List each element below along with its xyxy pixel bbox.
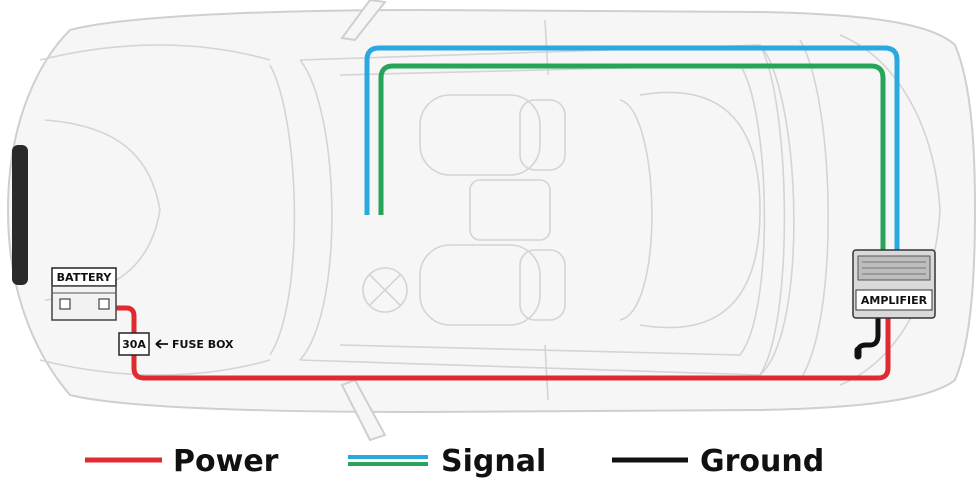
car-outline [6, 0, 977, 442]
arrow-left-icon [155, 339, 168, 349]
battery-label: BATTERY [57, 271, 113, 284]
power-wire [116, 305, 891, 381]
amplifier: AMPLIFIER [852, 249, 936, 319]
legend-ground-label: Ground [700, 444, 824, 479]
fuse-box-label: FUSE BOX [172, 338, 234, 351]
fuse-box-annotation: FUSE BOX [155, 338, 234, 351]
battery: BATTERY [51, 267, 117, 321]
legend-signal-label: Signal [441, 444, 546, 479]
signal-wire-blue [364, 45, 900, 260]
grille [12, 145, 28, 285]
fuse: 30A [118, 332, 150, 356]
legend-power-label: Power [173, 444, 279, 479]
signal-wire-green [378, 63, 886, 260]
amplifier-label: AMPLIFIER [861, 294, 928, 307]
fuse-label: 30A [122, 338, 146, 351]
legend: Power Signal Ground [85, 444, 824, 479]
